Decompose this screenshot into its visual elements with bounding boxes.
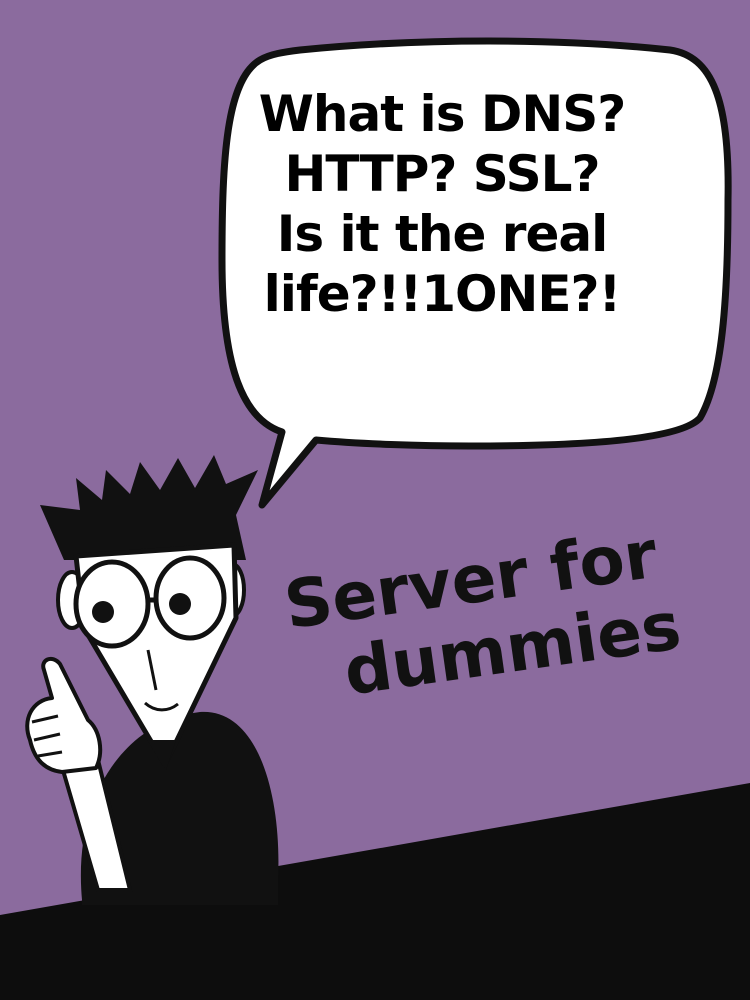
speech-bubble-icon (218, 37, 732, 509)
floor-band (0, 783, 750, 1000)
dummies-guy-pointing-icon (25, 455, 279, 905)
speech-line: Is it the real (276, 205, 608, 263)
speech-line: life?!!1ONE?! (263, 265, 622, 323)
speech-bubble-text: What is DNS? HTTP? SSL? Is it the real l… (232, 84, 652, 324)
speech-line: HTTP? SSL? (284, 145, 601, 203)
speech-line: What is DNS? (258, 85, 626, 143)
